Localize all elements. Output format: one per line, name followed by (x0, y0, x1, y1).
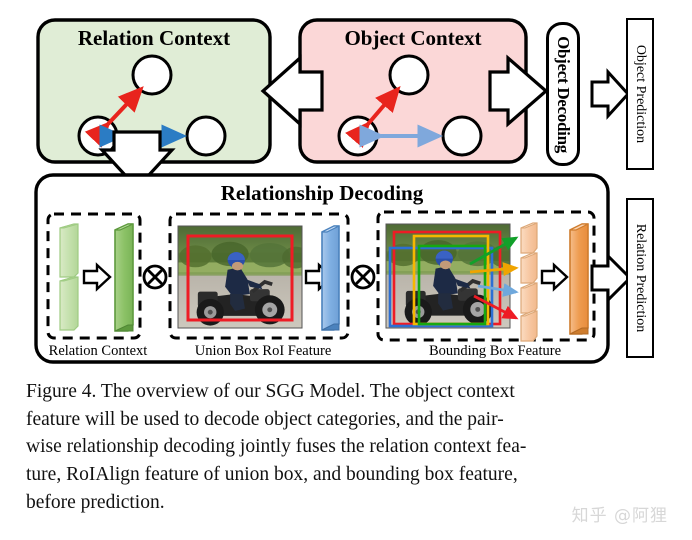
arrow-merge (82, 262, 112, 292)
dashed-group-border (46, 212, 142, 340)
union-bounding-box (186, 234, 294, 322)
relation-edge-diagonal (84, 86, 144, 148)
input-feature-bar (59, 276, 79, 331)
tensor-product-operator (350, 264, 376, 290)
bbox-arrow-red (473, 294, 519, 320)
object-prediction-output: Object Prediction (626, 18, 654, 170)
relation-prediction-output: Relation Prediction (626, 198, 654, 358)
caption-line: feature will be used to decode object ca… (26, 408, 504, 430)
arrow-decoding-to-relation-prediction (590, 252, 633, 304)
caption-line: before prediction. (26, 491, 165, 513)
bbox-feature-block (520, 310, 538, 342)
output-feature-bar (114, 223, 134, 332)
bbox-feature-block (520, 222, 538, 254)
object-decoding-stage: Object Decoding (546, 22, 580, 166)
bounding-box-photo (385, 223, 511, 329)
relation-prediction-label: Relation Prediction (633, 223, 649, 333)
relation-context-panel (36, 18, 272, 164)
object-edge-diagonal (345, 85, 401, 148)
relation-context-feature-group (46, 212, 142, 340)
arrow-decoding-to-object-prediction (590, 68, 631, 120)
dashed-group-border (168, 212, 350, 340)
figure-caption: Figure 4. The overview of our SGG Model.… (26, 378, 670, 516)
bbox-arrow-blue (477, 283, 519, 297)
bbox-green (417, 244, 487, 326)
object-decoding-label: Object Decoding (553, 35, 573, 153)
bbox-arrow-yellow (469, 262, 519, 277)
dashed-group-border (376, 210, 596, 342)
object-prediction-label: Object Prediction (633, 44, 648, 144)
bbox-output-bar (569, 223, 589, 335)
graph-node (441, 115, 483, 157)
watermark: 知乎 @阿狸 (571, 506, 668, 526)
union-feature-bar (321, 225, 340, 331)
caption-line: Figure 4. The overview of our SGG Model.… (26, 381, 515, 402)
relationship-decoding-title: Relationship Decoding (220, 181, 424, 205)
caption-line: wise relationship decoding jointly fuses… (26, 436, 527, 458)
caption-bounding-box-feature: Bounding Box Feature (428, 343, 562, 359)
union-box-photo (177, 225, 303, 329)
caption-union-box-roi-feature: Union Box RoI Feature (194, 343, 332, 359)
graph-node (185, 115, 227, 157)
graph-node (388, 54, 430, 96)
graph-node (131, 54, 173, 96)
bbox-arrow-green (469, 236, 519, 266)
tensor-product-operator (142, 264, 168, 290)
relation-context-title: Relation Context (77, 26, 231, 50)
bbox-feature-block (520, 282, 538, 314)
arrow-object-to-relation (260, 54, 324, 128)
arrow-object-to-decoding (488, 54, 549, 128)
input-feature-bar (59, 223, 79, 278)
object-context-panel (298, 18, 528, 164)
object-context-title: Object Context (344, 26, 482, 50)
caption-line: ture, RoIAlign feature of union box, and… (26, 464, 518, 486)
caption-relation-context: Relation Context (48, 343, 148, 359)
union-box-feature-group (168, 212, 350, 340)
bounding-box-feature-group (376, 210, 596, 342)
arrow-fuse (540, 262, 569, 292)
arrow-relation-to-decoding (98, 130, 176, 191)
bbox-feature-block (520, 252, 538, 284)
